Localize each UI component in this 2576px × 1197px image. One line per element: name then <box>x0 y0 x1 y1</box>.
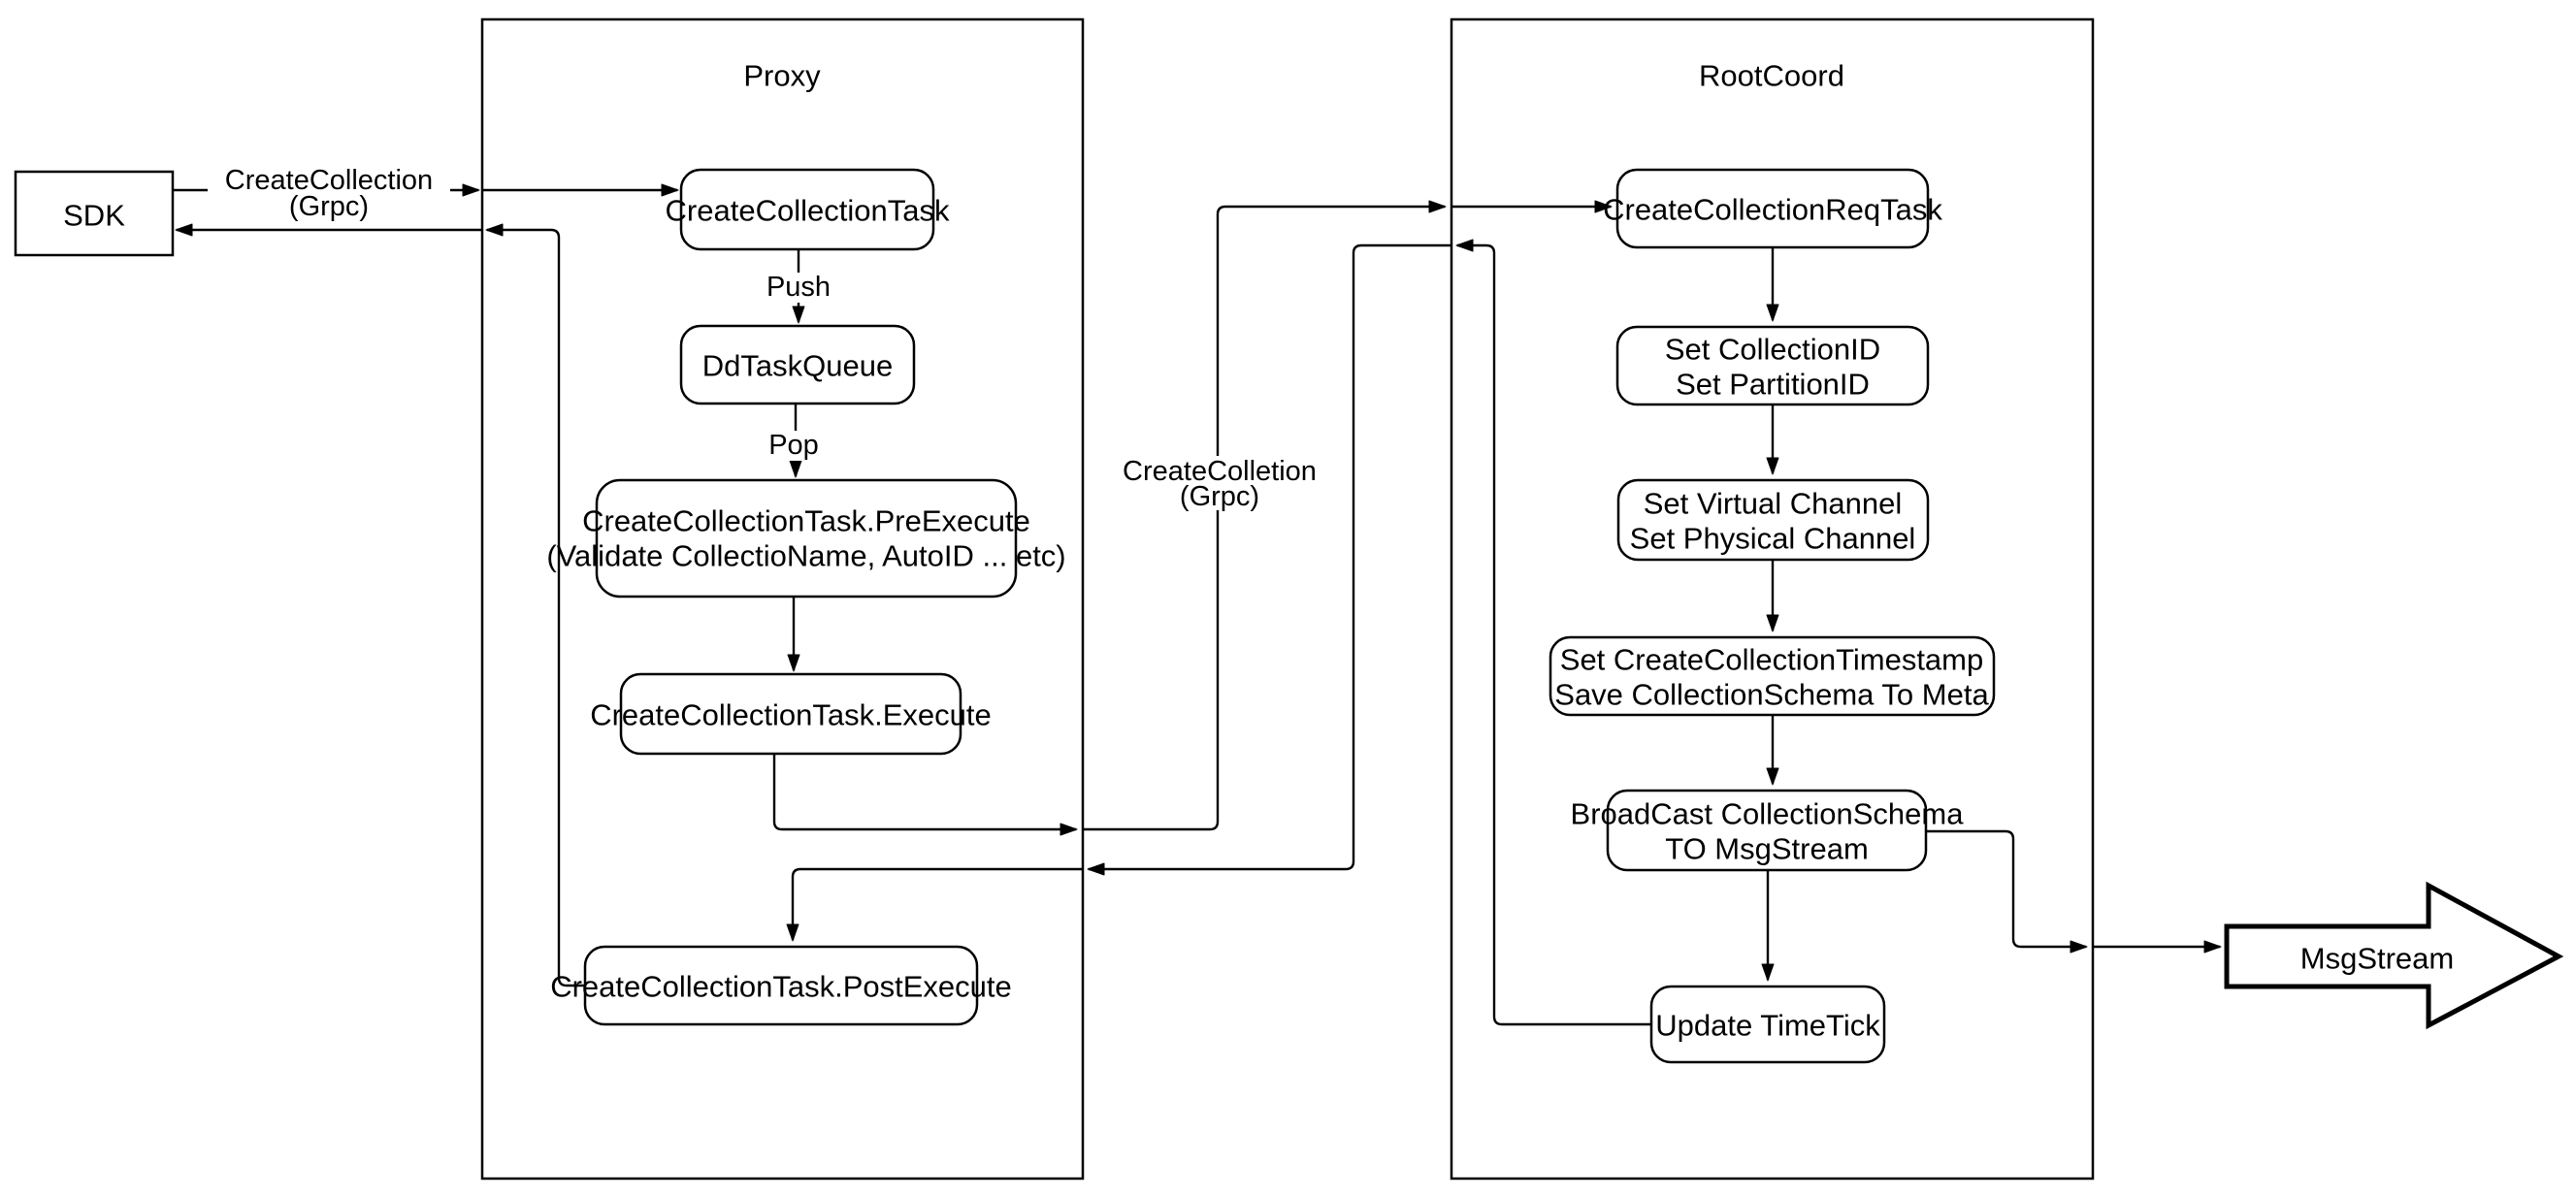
set-collection-id-line2: Set PartitionID <box>1676 368 1870 402</box>
push-label-bg <box>765 273 832 303</box>
node-broadcast-collection-schema: BroadCast CollectionSchema TO MsgStream <box>1571 789 1965 872</box>
pre-execute-box <box>595 478 1018 598</box>
broadcast-collection-schema-line1: BroadCast CollectionSchema <box>1571 797 1965 831</box>
container-rootcoord: RootCoord <box>1450 17 2095 1181</box>
msgstream-arrow-shape <box>2224 881 2564 1030</box>
edge-postexecute-to-proxy-border <box>485 223 585 987</box>
edge-rootcoord-to-proxy-return <box>1087 243 1451 876</box>
create-collection-task-label: CreateCollectionTask <box>666 194 950 228</box>
node-sdk: SDK <box>14 170 175 257</box>
set-virtual-channel-line1: Set Virtual Channel <box>1644 487 1903 521</box>
edge-broadcast-to-rootcoord-border <box>1926 829 2088 954</box>
create-collection-task-box <box>679 168 935 251</box>
edge-label-pop: Pop <box>763 430 825 461</box>
set-create-collection-timestamp-line2: Save CollectionSchema To Meta <box>1554 678 1989 712</box>
sdk-label: SDK <box>63 199 125 233</box>
node-set-collection-id: Set CollectionID Set PartitionID <box>1615 325 1930 406</box>
edge-proxy-to-rootcoord-grpc <box>1083 200 1447 831</box>
node-post-execute: CreateCollectionTask.PostExecute <box>550 945 1012 1026</box>
rootcoord-border <box>1450 17 2095 1181</box>
update-time-tick-box <box>1649 985 1886 1064</box>
node-set-virtual-channel: Set Virtual Channel Set Physical Channel <box>1616 478 1930 562</box>
rootcoord-title: RootCoord <box>1699 59 1844 93</box>
node-dd-task-queue: DdTaskQueue <box>679 324 916 405</box>
msgstream-label: MsgStream <box>2300 942 2454 976</box>
node-create-collection-task: CreateCollectionTask <box>666 168 950 251</box>
pop-label-bg <box>763 431 825 461</box>
proxy-grpc-label-line2: (Grpc) <box>1180 481 1259 512</box>
edge-execute-to-proxy-border <box>772 754 1078 836</box>
node-pre-execute: CreateCollectionTask.PreExecute (Validat… <box>546 478 1066 598</box>
pre-execute-line2: (Validate CollectioName, AutoID ... etc) <box>546 539 1065 573</box>
dd-task-queue-box <box>679 324 916 405</box>
container-proxy: Proxy <box>480 17 1085 1181</box>
sdk-grpc-label-line2: (Grpc) <box>289 191 369 222</box>
proxy-border <box>480 17 1085 1181</box>
sdk-grpc-label-bg <box>208 165 450 221</box>
proxy-grpc-label-line1: CreateColletion <box>1123 456 1317 487</box>
sdk-grpc-label-line1: CreateCollection <box>225 165 433 196</box>
set-collection-id-line1: Set CollectionID <box>1665 333 1880 367</box>
node-update-time-tick: Update TimeTick <box>1649 985 1886 1064</box>
proxy-grpc-label-bg <box>1111 456 1328 510</box>
edge-updatetimetick-to-rootcoord-border <box>1455 239 1651 1026</box>
broadcast-collection-schema-line2: TO MsgStream <box>1665 832 1869 866</box>
execute-box <box>619 672 962 756</box>
set-virtual-channel-line2: Set Physical Channel <box>1630 522 1916 556</box>
node-create-collection-req-task: CreateCollectionReqTask <box>1603 168 1942 249</box>
edge-label-proxy-grpc: CreateColletion (Grpc) <box>1111 456 1328 512</box>
set-create-collection-timestamp-box <box>1549 635 1996 717</box>
set-create-collection-timestamp-line1: Set CreateCollectionTimestamp <box>1560 643 1983 677</box>
set-collection-id-box <box>1615 325 1930 406</box>
edge-label-push: Push <box>765 272 832 303</box>
edge-label-sdk-grpc: CreateCollection (Grpc) <box>208 165 450 222</box>
set-virtual-channel-box <box>1616 478 1930 562</box>
create-collection-req-task-label: CreateCollectionReqTask <box>1603 193 1942 227</box>
node-msgstream-arrow: MsgStream <box>2224 881 2564 1030</box>
dd-task-queue-label: DdTaskQueue <box>702 349 893 383</box>
sdk-box <box>14 170 175 257</box>
broadcast-collection-schema-box <box>1606 789 1928 872</box>
update-time-tick-label: Update TimeTick <box>1655 1009 1880 1043</box>
pop-label: Pop <box>768 430 819 461</box>
push-label: Push <box>766 272 831 303</box>
node-execute: CreateCollectionTask.Execute <box>590 672 992 756</box>
proxy-title: Proxy <box>743 59 821 93</box>
execute-label: CreateCollectionTask.Execute <box>590 698 992 732</box>
post-execute-box <box>583 945 979 1026</box>
edge-proxy-border-to-postexecute <box>786 867 1083 942</box>
pre-execute-line1: CreateCollectionTask.PreExecute <box>582 504 1030 538</box>
create-collection-req-task-box <box>1615 168 1930 249</box>
node-set-create-collection-timestamp: Set CreateCollectionTimestamp Save Colle… <box>1549 635 1996 717</box>
post-execute-label: CreateCollectionTask.PostExecute <box>550 970 1012 1004</box>
